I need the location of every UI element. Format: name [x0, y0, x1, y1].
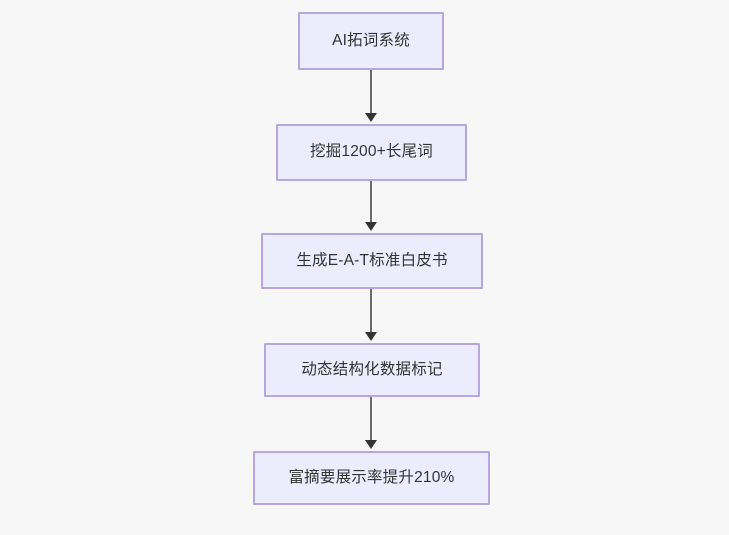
arrow-down-icon	[365, 113, 377, 122]
flow-node-label: AI拓词系统	[332, 31, 410, 49]
flow-node-generate-eat-whitepaper[interactable]: 生成E-A-T标准白皮书	[261, 233, 483, 289]
arrow-down-icon	[365, 222, 377, 231]
flow-node-mine-longtail-keywords[interactable]: 挖掘1200+长尾词	[276, 124, 467, 181]
flow-edge-n2-n3	[370, 181, 372, 224]
flow-node-label: 生成E-A-T标准白皮书	[296, 251, 448, 269]
flow-node-label: 挖掘1200+长尾词	[309, 143, 434, 161]
flow-edge-n3-n4	[370, 289, 372, 334]
flow-edge-n4-n5	[370, 397, 372, 442]
arrow-down-icon	[365, 440, 377, 449]
flow-node-ai-keyword-system[interactable]: AI拓词系统	[298, 12, 444, 70]
flow-node-dynamic-structured-data-markup[interactable]: 动态结构化数据标记	[264, 343, 480, 397]
arrow-down-icon	[365, 332, 377, 341]
flow-node-label: 富摘要展示率提升210%	[288, 468, 455, 486]
flow-edge-n1-n2	[370, 70, 372, 115]
flow-node-rich-snippet-impression-lift[interactable]: 富摘要展示率提升210%	[253, 451, 490, 505]
flow-node-label: 动态结构化数据标记	[301, 360, 443, 378]
